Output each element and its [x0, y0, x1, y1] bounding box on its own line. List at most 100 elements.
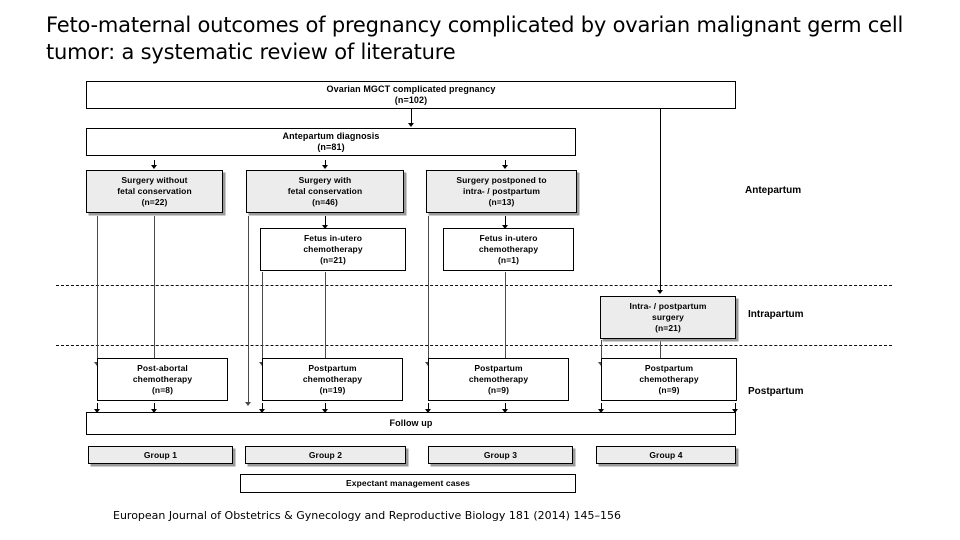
box-group-2: Group 2: [245, 446, 406, 464]
connector-chemo-h-to-followup: [735, 403, 737, 411]
box-root-count: (n=102): [394, 95, 428, 105]
box-surgery-2-line1: Surgery with: [298, 175, 352, 185]
connector-antepartum-to-surgery-3: [505, 160, 507, 167]
journal-citation: European Journal of Obstetrics & Gynecol…: [113, 509, 621, 522]
box-chemo-1-line2: chemotherapy: [303, 244, 363, 254]
connector-surgery2-to-chemo1: [325, 216, 327, 227]
arrowhead-chemo-d-to-followup: [322, 409, 328, 413]
connector-chemo1-center-down: [325, 272, 327, 364]
box-expectant-label: Expectant management cases: [345, 478, 470, 488]
box-chemo-2-line2: chemotherapy: [478, 244, 539, 254]
connector-intrapartum-center-down: [660, 340, 662, 364]
box-group-4: Group 4: [596, 446, 736, 464]
antepartum-intrapartum-separator: [56, 285, 892, 286]
connector-antepartum-to-surgery-2: [325, 160, 327, 167]
connector-surgery1-left-down: [97, 216, 99, 364]
box-surgery-1-line1: Surgery without: [121, 175, 188, 185]
box-pp-chemo-3-line1: Postpartum: [474, 363, 523, 373]
box-group-3: Group 3: [428, 446, 573, 464]
arrowhead-chemo-b-to-followup: [151, 409, 157, 413]
box-fetus-in-utero-chemo-1: Fetus in-utero chemotherapy (n=21): [260, 228, 406, 271]
arrowhead-antepartum-to-surgery-3: [502, 165, 508, 169]
box-surgery-1-line2: fetal conservation: [117, 186, 192, 196]
arrowhead-surgery3-to-chemo2: [502, 225, 508, 229]
box-root-label: Ovarian MGCT complicated pregnancy: [326, 84, 496, 94]
box-antepartum-diagnosis-count: (n=81): [317, 142, 345, 152]
box-surgery-with-fetal-conservation: Surgery with fetal conservation (n=46): [246, 170, 404, 213]
box-surgery-2-count: (n=46): [312, 197, 338, 207]
connector-surgery3-left-down: [428, 216, 430, 364]
box-follow-up-label: Follow up: [389, 418, 433, 428]
intrapartum-postpartum-separator: [56, 345, 892, 346]
box-surgery-1-count: (n=22): [141, 197, 168, 207]
box-chemo-1-count: (n=21): [320, 255, 346, 265]
box-postpartum-chemotherapy-2: Postpartum chemotherapy (n=19): [262, 358, 403, 401]
box-surgery-without-fetal-conservation: Surgery without fetal conservation (n=22…: [86, 170, 223, 213]
box-pp-chemo-1-line2: chemotherapy: [132, 374, 193, 384]
box-postpartum-chemotherapy-4: Postpartum chemotherapy (n=9): [601, 358, 737, 401]
connector-chemo-f-to-followup: [505, 403, 507, 411]
box-antepartum-diagnosis: Antepartum diagnosis (n=81): [86, 128, 576, 156]
box-intrapartum-surgery-line1: Intra- / postpartum: [629, 301, 707, 311]
box-pp-chemo-2-count: (n=19): [319, 385, 346, 395]
box-pp-chemo-1-line1: Post-abortal: [137, 363, 188, 373]
arrowhead-chemo-f-to-followup: [502, 409, 508, 413]
connector-chemo-d-to-followup: [325, 403, 327, 411]
box-root: Ovarian MGCT complicated pregnancy (n=10…: [86, 81, 736, 109]
box-chemo-2-line1: Fetus in-utero: [479, 233, 538, 243]
box-surgery-3-line2: intra- / postpartum: [463, 186, 540, 196]
page-title: Feto-maternal outcomes of pregnancy comp…: [46, 13, 904, 64]
connector-surgery3-to-chemo2: [505, 216, 507, 227]
arrowhead-chemo-a-to-followup: [94, 409, 100, 413]
box-intrapartum-surgery: Intra- / postpartum surgery (n=21): [600, 296, 736, 339]
arrowhead-root-to-intrapartum-surgery: [657, 290, 663, 294]
box-intrapartum-surgery-count: (n=21): [655, 323, 681, 333]
box-follow-up: Follow up: [86, 412, 736, 435]
connector-chemo-g-to-followup: [601, 403, 603, 411]
arrowhead-chemo-h-to-followup: [732, 409, 738, 413]
phase-label-antepartum: Antepartum: [745, 185, 802, 196]
connector-antepartum-to-surgery-1: [154, 160, 156, 167]
box-post-abortal-chemotherapy: Post-abortal chemotherapy (n=8): [97, 358, 228, 401]
arrowhead-chemo-c-to-followup: [259, 409, 265, 413]
box-group-4-label: Group 4: [649, 449, 683, 460]
connector-chemo-e-to-followup: [428, 403, 430, 411]
connector-chemo1-left-down: [262, 272, 264, 364]
connector-root-to-antepartum: [411, 108, 413, 125]
box-pp-chemo-2-line1: Postpartum: [308, 363, 357, 373]
arrowhead-chemo-e-to-followup: [425, 409, 431, 413]
box-antepartum-diagnosis-label: Antepartum diagnosis: [282, 131, 380, 141]
box-pp-chemo-1-count: (n=8): [151, 385, 174, 395]
box-group-1-label: Group 1: [143, 449, 178, 460]
phase-label-intrapartum: Intrapartum: [748, 309, 804, 320]
arrowhead-antepartum-to-surgery-1: [151, 165, 157, 169]
box-chemo-2-count: (n=1): [497, 255, 520, 265]
arrowhead-antepartum-to-surgery-2: [322, 165, 328, 169]
box-surgery-postponed: Surgery postponed to intra- / postpartum…: [426, 170, 577, 213]
flowchart-figure: Ovarian MGCT complicated pregnancy (n=10…: [0, 78, 960, 503]
box-surgery-2-line2: fetal conservation: [287, 186, 363, 196]
box-pp-chemo-3-line2: chemotherapy: [468, 374, 529, 384]
box-expectant-management-cases: Expectant management cases: [240, 474, 576, 493]
box-pp-chemo-3-count: (n=9): [487, 385, 510, 395]
box-group-2-label: Group 2: [308, 449, 343, 460]
box-surgery-3-line1: Surgery postponed to: [456, 175, 547, 185]
phase-label-postpartum: Postpartum: [748, 386, 804, 397]
connector-surgery2-left-down: [248, 216, 250, 404]
box-fetus-in-utero-chemo-2: Fetus in-utero chemotherapy (n=1): [443, 228, 574, 271]
box-chemo-1-line1: Fetus in-utero: [303, 233, 363, 243]
connector-chemo2-center-down: [505, 272, 507, 364]
connector-chemo-c-to-followup: [262, 403, 264, 411]
box-intrapartum-surgery-line2: surgery: [652, 312, 684, 322]
box-pp-chemo-2-line2: chemotherapy: [302, 374, 363, 384]
box-pp-chemo-4-count: (n=9): [658, 385, 680, 395]
connector-surgery1-center-down: [154, 216, 156, 364]
arrowhead-surgery2-to-chemo1: [322, 225, 328, 229]
connector-root-to-intrapartum-surgery: [660, 108, 662, 292]
box-group-3-label: Group 3: [483, 449, 518, 460]
connector-intrapartum-left-down: [601, 340, 603, 364]
connector-chemo-b-to-followup: [154, 403, 156, 411]
arrowhead-chemo-g-to-followup: [598, 409, 604, 413]
connector-chemo-a-to-followup: [97, 403, 99, 411]
box-pp-chemo-4-line1: Postpartum: [644, 363, 694, 373]
